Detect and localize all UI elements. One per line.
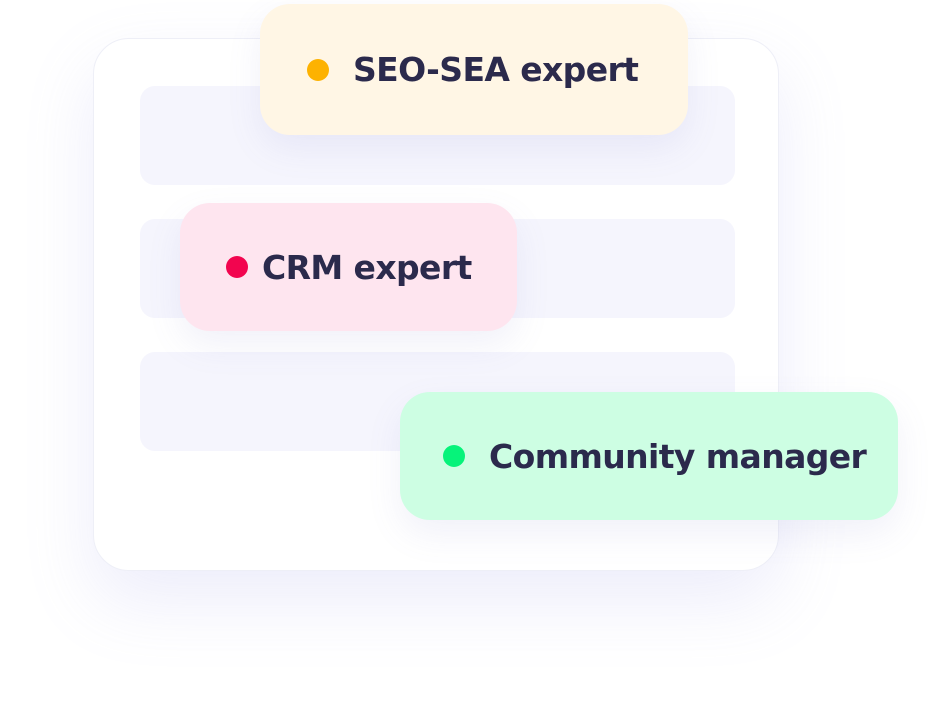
status-dot-icon (307, 58, 329, 81)
status-dot-icon (226, 256, 248, 278)
seo-sea-expert-tag: SEO-SEA expert (260, 4, 688, 135)
crm-expert-tag: CRM expert (180, 203, 517, 331)
community-manager-label: Community manager (489, 436, 867, 476)
status-dot-icon (443, 445, 465, 467)
seo-sea-expert-label: SEO-SEA expert (353, 50, 639, 89)
community-manager-tag: Community manager (400, 392, 898, 520)
crm-expert-label: CRM expert (262, 247, 472, 287)
